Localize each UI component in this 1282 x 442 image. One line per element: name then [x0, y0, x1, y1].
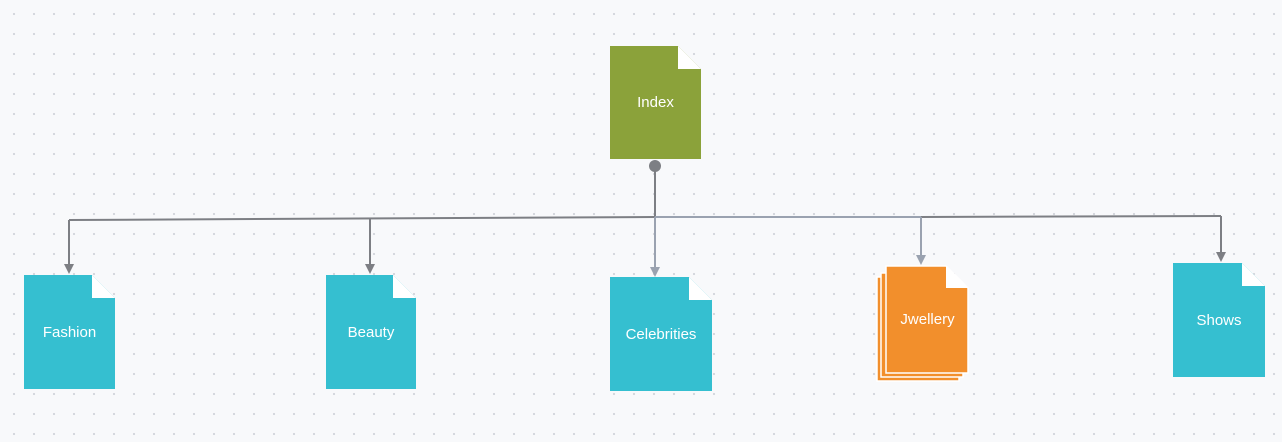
page-icon: [610, 277, 712, 391]
celebrities-page-node[interactable]: Celebrities: [610, 277, 712, 391]
index-page-node[interactable]: Index: [610, 46, 701, 159]
shows-page-node[interactable]: Shows: [1173, 263, 1265, 377]
connector-bus-right[interactable]: [920, 215, 1222, 218]
stacked-pages-icon: [876, 265, 969, 382]
connector-origin-dot[interactable]: [649, 160, 661, 172]
page-icon: [24, 275, 115, 389]
page-icon: [610, 46, 701, 159]
page-icon: [1173, 263, 1265, 377]
page-icon: [326, 275, 416, 389]
beauty-page-node[interactable]: Beauty: [326, 275, 416, 389]
fashion-page-node[interactable]: Fashion: [24, 275, 115, 389]
jwellery-pages-node[interactable]: Jwellery: [876, 265, 969, 382]
connector-bus-left[interactable]: [68, 216, 656, 221]
